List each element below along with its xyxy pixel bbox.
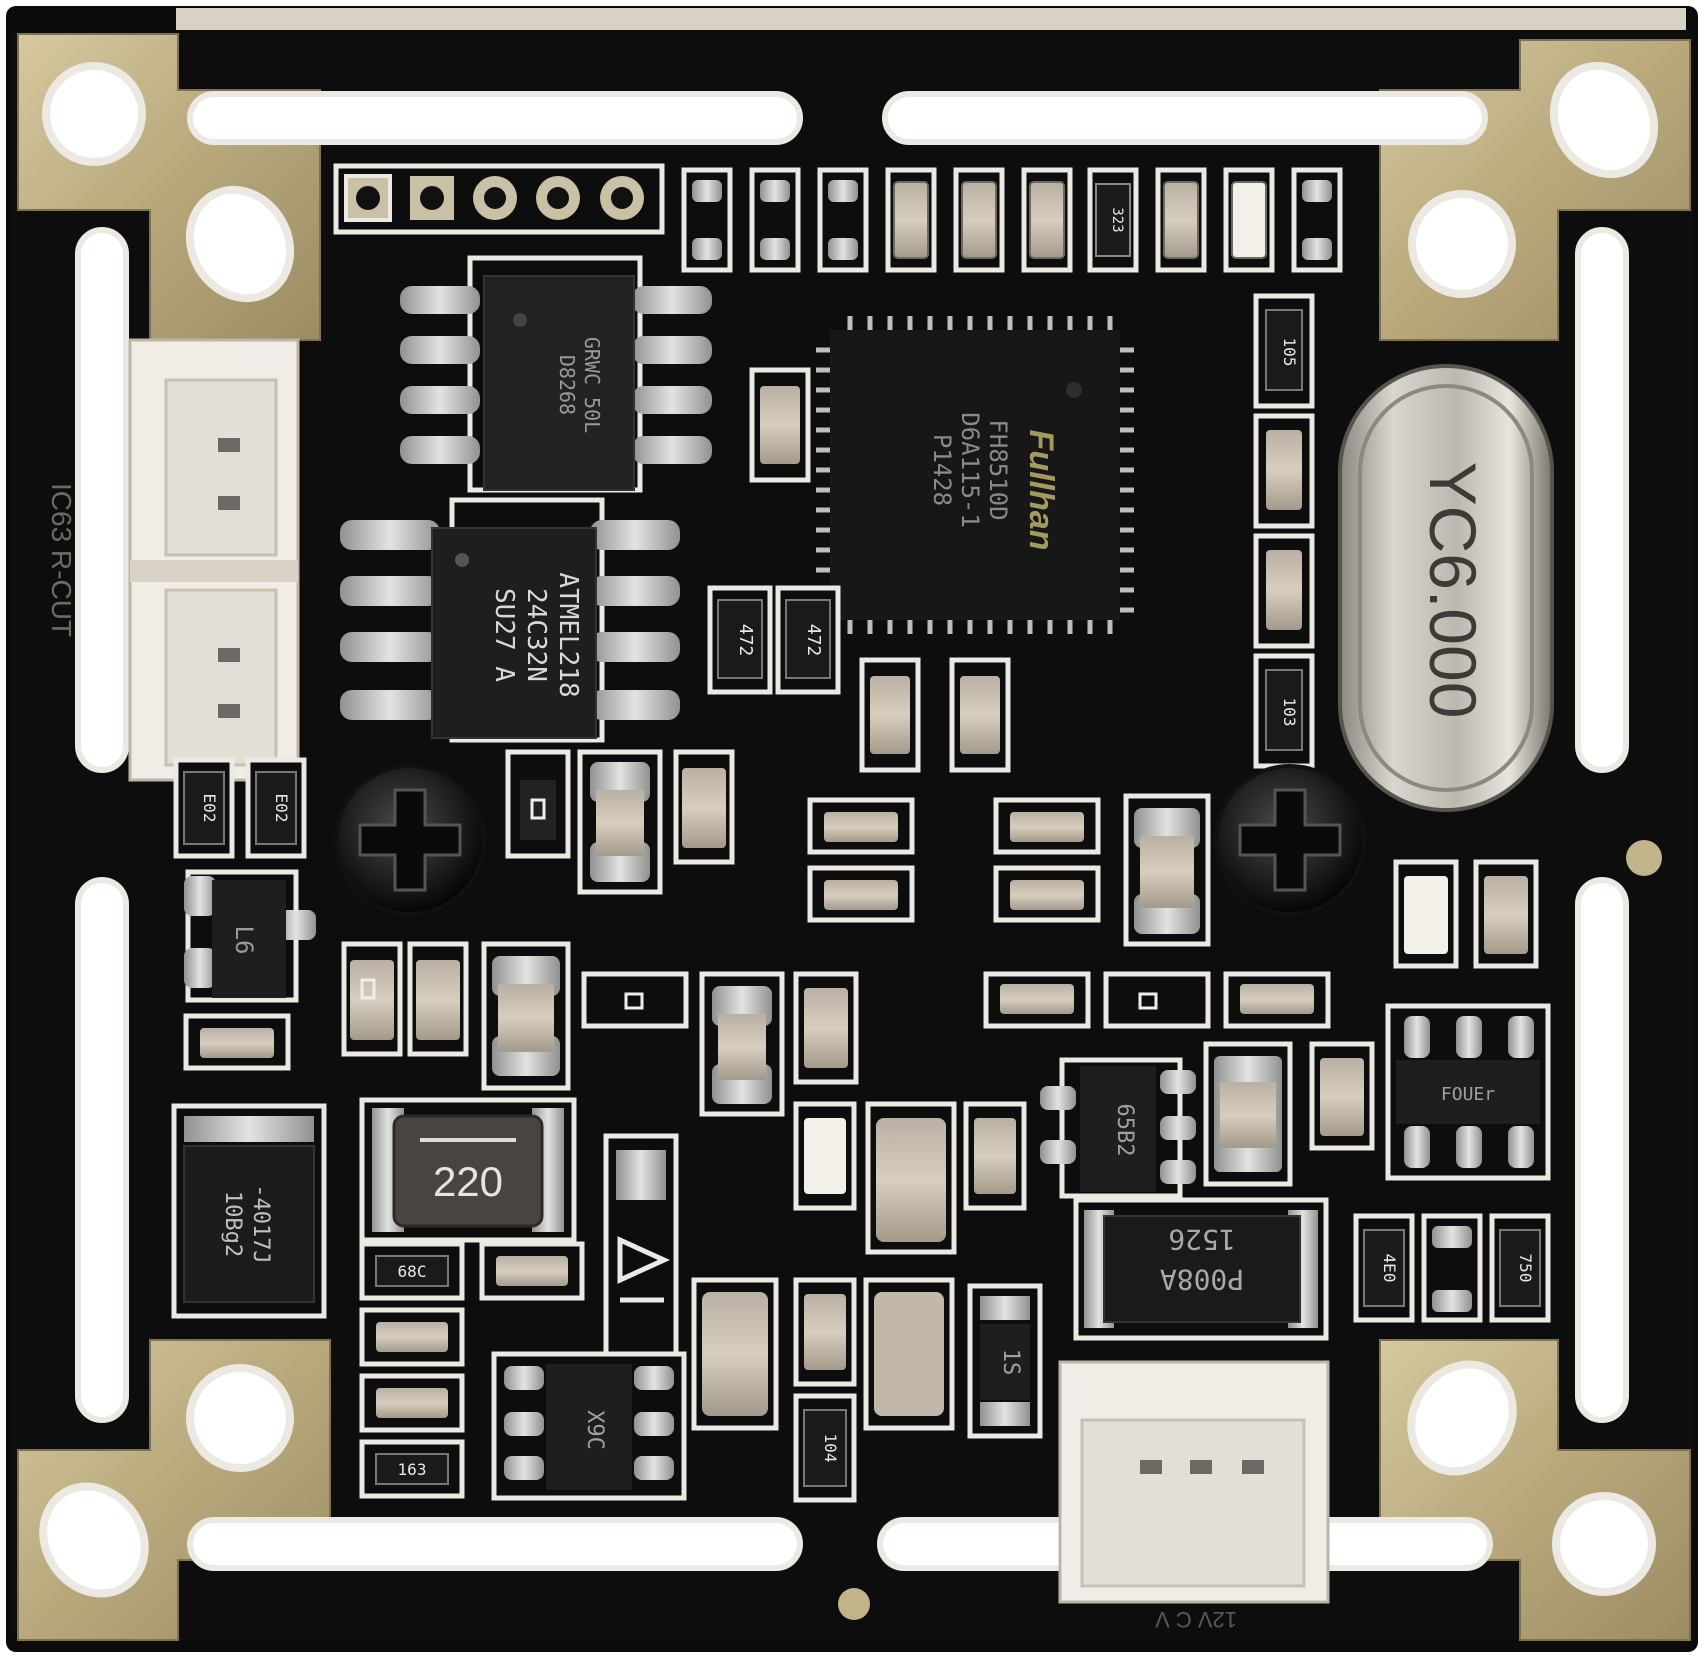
soc-lot-label: D6A115-1 bbox=[956, 412, 984, 528]
eeprom-label-2: 24C32N bbox=[521, 588, 551, 682]
resistor-label-163: 163 bbox=[398, 1460, 427, 1479]
resistor-label-323: 323 bbox=[1109, 207, 1125, 232]
65b2-label: 65B2 bbox=[1112, 1104, 1137, 1157]
screw-left bbox=[334, 764, 486, 916]
top-passives-row: 323 bbox=[681, 167, 1343, 273]
resistor-label-105: 105 bbox=[1280, 338, 1299, 367]
crystal-oscillator: YC6.000 bbox=[1338, 364, 1554, 812]
bottom-silkscreen-label: 12V C V bbox=[1155, 1607, 1237, 1632]
crystal-label: YC6.000 bbox=[1416, 462, 1490, 719]
soc-date-label: P1428 bbox=[928, 434, 956, 506]
l6-label: L6 bbox=[230, 926, 258, 955]
right-resistor-column: 105 103 bbox=[1253, 293, 1315, 769]
diode-1s-label: 1S bbox=[998, 1349, 1023, 1376]
ircut-silkscreen-label: IC63 R-CUT bbox=[46, 483, 77, 637]
eeprom-chip: ATMEL218 24C32N SU27 A bbox=[340, 497, 680, 743]
ircut-connector bbox=[128, 338, 300, 782]
flash-chip-label-1: GRWC 50L bbox=[580, 337, 604, 433]
resistor-label-750: 750 bbox=[1516, 1254, 1535, 1283]
main-soc-chip: Fullhan FH8510D D6A115-1 P1428 bbox=[816, 316, 1134, 634]
regulator-label-1: P008A bbox=[1160, 1263, 1244, 1296]
middle-passives: 472 472 bbox=[341, 367, 1539, 1117]
bottom-middle-passives: 104 bbox=[691, 1101, 1027, 1503]
resistor-label-68c: 68C bbox=[398, 1262, 427, 1281]
flash-chip-label-2: D8268 bbox=[555, 355, 579, 415]
screw-right bbox=[1214, 764, 1366, 916]
soc-model-label: FH8510D bbox=[984, 419, 1012, 520]
inductor-220: 220 bbox=[359, 1097, 577, 1243]
power-ic-label-2: 10Bg2 bbox=[220, 1191, 245, 1257]
resistor-label-103: 103 bbox=[1280, 698, 1299, 727]
power-ic-label-1: -4017J bbox=[248, 1184, 273, 1263]
bottom-left-passives: 68C 163 bbox=[359, 1241, 585, 1499]
resistor-label-472b: 472 bbox=[803, 624, 824, 657]
sot-65b2: 65B2 bbox=[1040, 1057, 1196, 1199]
resistor-label-4e0: 4E0 bbox=[1380, 1254, 1399, 1283]
regulator-label-2: 1526 bbox=[1168, 1223, 1235, 1256]
sot-x9c: X9C bbox=[491, 1351, 687, 1501]
resistor-label-e02b: E02 bbox=[272, 794, 291, 823]
right-middle-passives bbox=[1203, 1041, 1375, 1187]
flash-chip: GRWC 50L D8268 bbox=[400, 255, 712, 493]
mounting-slots bbox=[75, 91, 1629, 1571]
eeprom-label-3: SU27 A bbox=[489, 588, 519, 682]
power-ic-left: -4017J 10Bg2 bbox=[171, 1103, 327, 1319]
soc-brand-label: Fullhan bbox=[1022, 430, 1060, 551]
diode-1s: 1S bbox=[967, 1283, 1043, 1439]
pin-header bbox=[333, 163, 665, 235]
sot-fouer: FOUEr bbox=[1385, 1003, 1551, 1181]
x9c-label: X9C bbox=[582, 1410, 607, 1450]
right-bottom-resistors: 4E0 750 bbox=[1353, 1213, 1551, 1323]
power-connector bbox=[1058, 1360, 1330, 1604]
fouer-label: FOUEr bbox=[1441, 1084, 1495, 1105]
inductor-label: 220 bbox=[433, 1158, 503, 1205]
test-points bbox=[838, 840, 1662, 1620]
regulator-p008a: P008A 1526 bbox=[1073, 1197, 1329, 1341]
left-lower-components: E02 E02 L6 bbox=[173, 757, 316, 1071]
resistor-label-472a: 472 bbox=[735, 624, 756, 657]
eeprom-label-1: ATMEL218 bbox=[553, 572, 583, 697]
resistor-label-104: 104 bbox=[821, 1434, 840, 1463]
mounting-holes bbox=[39, 61, 1659, 1598]
resistor-label-e02a: E02 bbox=[200, 794, 219, 823]
